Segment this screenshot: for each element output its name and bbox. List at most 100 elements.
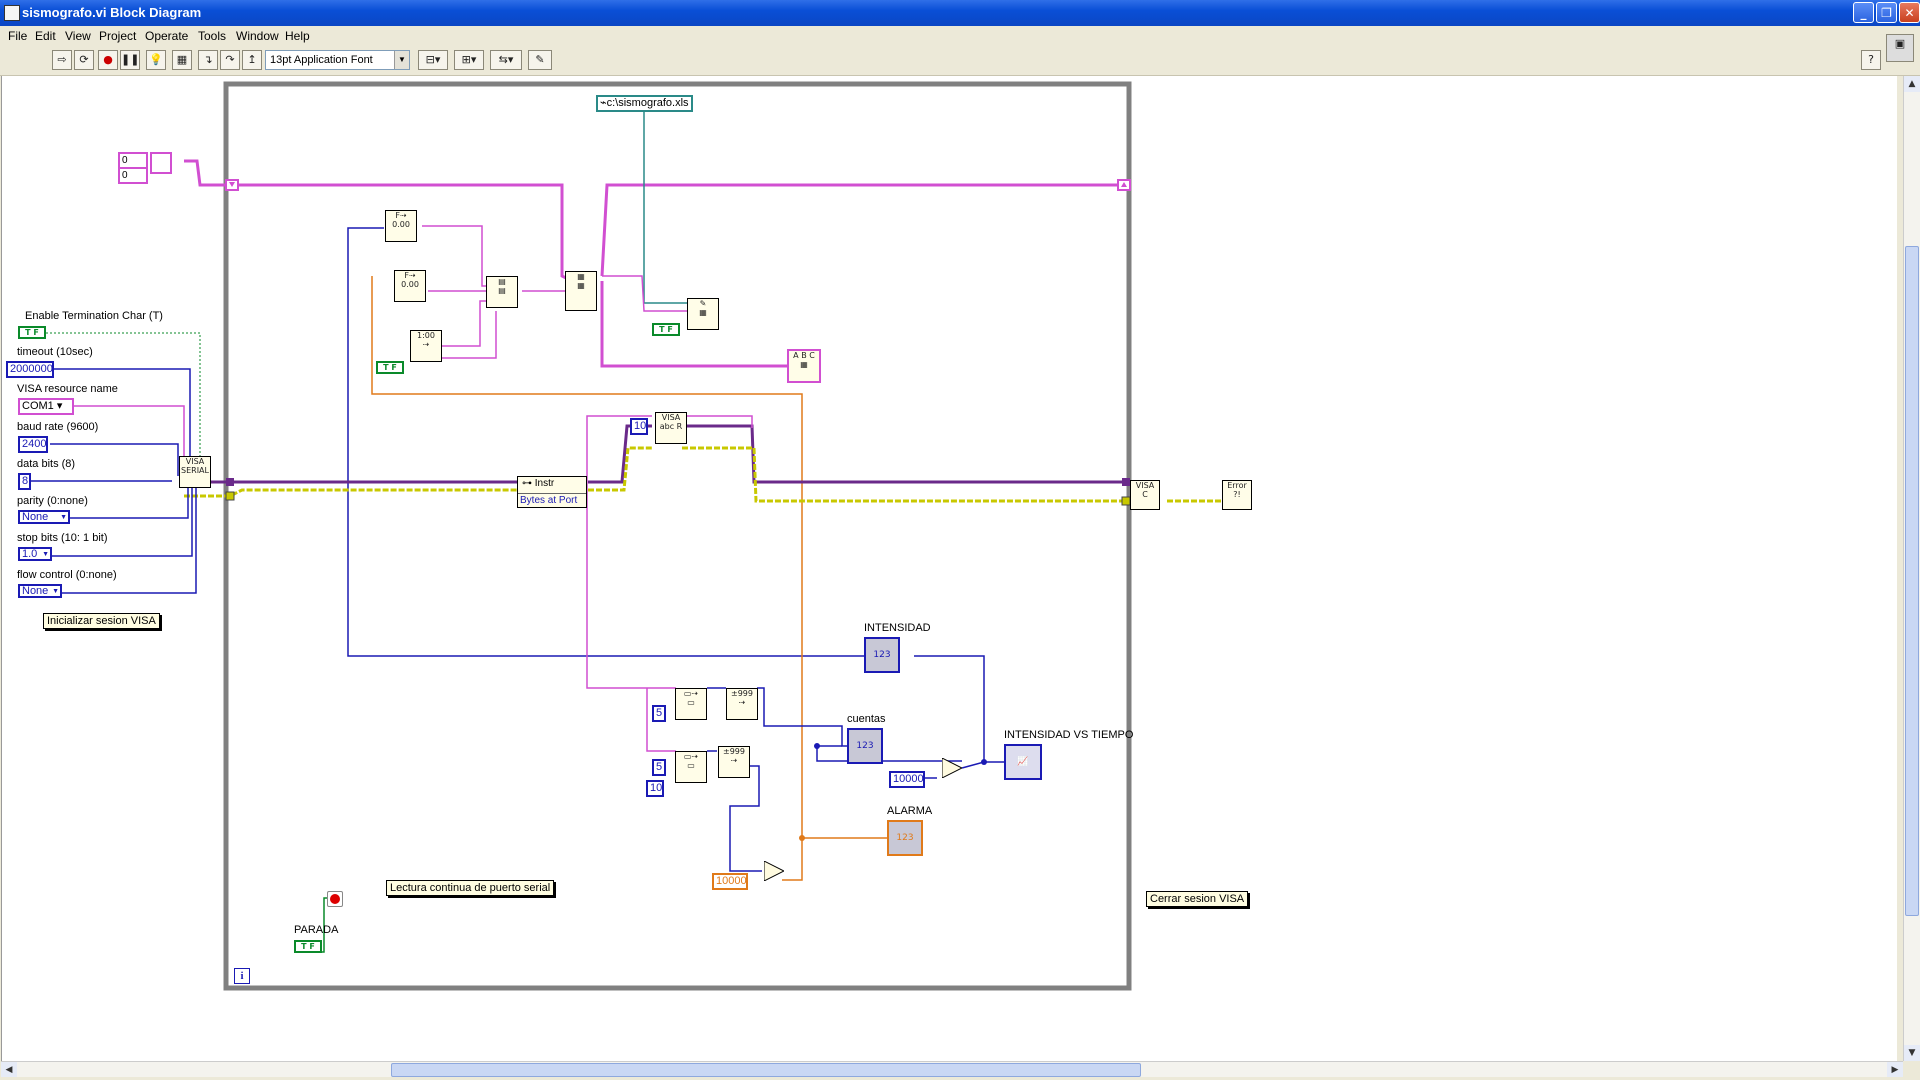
scroll-left-icon[interactable]: ◀ <box>1 1062 17 1078</box>
string-subset-node-2[interactable]: ▭⇢▭ <box>675 751 707 783</box>
decimal-string-to-number-node-1[interactable]: ±999⇢ <box>726 688 758 720</box>
horizontal-scrollbar[interactable]: ◀ ▶ <box>1 1061 1903 1078</box>
menu-view[interactable]: View <box>65 29 91 43</box>
enable-termination-label: Enable Termination Char (T) <box>25 310 163 322</box>
simple-error-handler-node[interactable]: Error?! <box>1222 480 1252 510</box>
string-subset-node-1[interactable]: ▭⇢▭ <box>675 688 707 720</box>
loop-comment[interactable]: Lectura continua de puerto serial <box>386 880 555 896</box>
intensidad-vs-tiempo-chart-icon: 📈 <box>1004 744 1042 780</box>
parada-button[interactable]: T F <box>294 940 322 953</box>
scroll-down-icon[interactable]: ▼ <box>1904 1045 1920 1061</box>
reorder-icon[interactable]: ⇆▾ <box>490 50 522 70</box>
path-wire <box>643 103 692 304</box>
parity-label: parity (0:none) <box>17 495 88 507</box>
chart-label: INTENSIDAD VS TIEMPO <box>1004 729 1134 741</box>
run-arrow-icon[interactable]: ⇨ <box>52 50 72 70</box>
vi-connector-icon[interactable]: ▣ <box>1886 34 1914 62</box>
array-indicator-node: A B C▦ <box>787 349 821 383</box>
parity-dropdown[interactable]: None▼ <box>18 510 70 524</box>
greater-than-node[interactable] <box>763 860 786 882</box>
window-title: sismografo.vi Block Diagram <box>22 5 202 20</box>
constant-10000b[interactable]: 10000 <box>712 873 748 890</box>
alarma-indicator: 123 <box>887 820 923 856</box>
constant-5b[interactable]: 5 <box>652 759 666 776</box>
array-wire-in <box>184 159 573 283</box>
true-constant-1[interactable]: T F <box>376 361 404 374</box>
number-to-string-node[interactable]: 1:00⇢ <box>410 330 442 362</box>
minimize-button[interactable]: _ <box>1853 2 1874 23</box>
menu-file[interactable]: File <box>8 29 28 43</box>
stop-bits-label: stop bits (10: 1 bit) <box>17 532 108 544</box>
vertical-scroll-thumb[interactable] <box>1905 246 1919 916</box>
init-comment[interactable]: Inicializar sesion VISA <box>43 613 160 629</box>
cleanup-diagram-icon[interactable]: ✎ <box>528 50 552 70</box>
write-spreadsheet-node[interactable]: ✎▦ <box>687 298 719 330</box>
visa-read-count-constant[interactable]: 10 <box>630 418 648 435</box>
close-button[interactable]: ✕ <box>1899 2 1920 23</box>
menu-edit[interactable]: Edit <box>35 29 56 43</box>
array-constant-1[interactable]: 0 <box>118 167 148 184</box>
baud-rate-constant[interactable]: 2400 <box>18 436 48 453</box>
build-array-node[interactable]: ▤▤ <box>486 276 518 308</box>
highlight-execution-icon[interactable]: 💡 <box>146 50 166 70</box>
step-out-icon[interactable]: ↥ <box>242 50 262 70</box>
step-into-icon[interactable]: ↴ <box>198 50 218 70</box>
scroll-right-icon[interactable]: ▶ <box>1887 1062 1903 1078</box>
property-node[interactable]: ⊶ Instr Bytes at Port <box>517 476 587 508</box>
chevron-down-icon: ▼ <box>60 514 67 521</box>
menu-operate[interactable]: Operate <box>145 29 189 43</box>
constant-10b[interactable]: 10 <box>646 780 664 797</box>
step-over-icon[interactable]: ↷ <box>220 50 240 70</box>
context-help-icon[interactable]: ? <box>1861 50 1881 70</box>
format-into-string-node-1[interactable]: F⇢0.00 <box>385 210 417 242</box>
file-path-constant[interactable]: ⌁c:\sismografo.xls <box>596 95 693 112</box>
error-wire <box>184 488 518 498</box>
array-to-write-wire <box>602 275 692 312</box>
intensidad-label: INTENSIDAD <box>864 622 931 634</box>
timeout-constant[interactable]: 2000000 <box>6 361 54 378</box>
true-constant-2[interactable]: T F <box>652 323 680 336</box>
float-wire <box>371 276 803 881</box>
menu-tools[interactable]: Tools <box>198 29 227 43</box>
flow-control-dropdown[interactable]: None▼ <box>18 584 62 598</box>
stop-sign-icon[interactable] <box>327 891 343 907</box>
constant-5a[interactable]: 5 <box>652 705 666 722</box>
font-selector[interactable]: 13pt Application Font▼ <box>265 50 410 70</box>
array-wire-top <box>600 183 1122 277</box>
menu-help[interactable]: Help <box>285 29 310 43</box>
path-icon: ⌁ <box>600 97 607 109</box>
numeric-wire-intensidad <box>347 227 882 657</box>
scroll-up-icon[interactable]: ▲ <box>1904 76 1920 92</box>
data-bits-constant[interactable]: 8 <box>18 473 31 490</box>
abort-icon[interactable]: ● <box>98 50 118 70</box>
property-node-bytes-at-port: Bytes at Port <box>520 495 578 506</box>
enable-termination-constant[interactable]: T F <box>18 326 46 339</box>
menu-project[interactable]: Project <box>99 29 137 43</box>
timeout-label: timeout (10sec) <box>17 346 93 358</box>
constant-10000a[interactable]: 10000 <box>889 771 925 788</box>
while-loop-frame <box>223 81 1132 991</box>
close-comment[interactable]: Cerrar sesion VISA <box>1146 891 1249 907</box>
wires-layer <box>30 81 1227 991</box>
distribute-objects-icon[interactable]: ⊞▾ <box>454 50 484 70</box>
insert-into-array-node[interactable]: ▦▦ <box>565 271 597 311</box>
horizontal-scroll-thumb[interactable] <box>391 1063 1141 1077</box>
vertical-scrollbar[interactable]: ▲ ▼ <box>1903 76 1920 1061</box>
stop-bits-dropdown[interactable]: 1.0▼ <box>18 547 52 561</box>
pause-icon[interactable]: ❚❚ <box>120 50 140 70</box>
restore-button[interactable]: ❐ <box>1876 2 1897 23</box>
retain-wire-values-icon[interactable]: ▦ <box>172 50 192 70</box>
menu-window[interactable]: Window <box>236 29 279 43</box>
divide-node[interactable] <box>941 757 964 779</box>
run-continuously-icon[interactable]: ⟳ <box>74 50 94 70</box>
visa-resource-constant[interactable]: COM1 ▾ <box>18 398 74 415</box>
block-diagram-canvas[interactable]: Enable Termination Char (T) T F timeout … <box>1 76 1897 1061</box>
align-objects-icon[interactable]: ⊟▾ <box>418 50 448 70</box>
status-bar <box>0 1077 1920 1080</box>
format-into-string-node-2[interactable]: F⇢0.00 <box>394 270 426 302</box>
decimal-string-to-number-node-2[interactable]: ±999⇢ <box>718 746 750 778</box>
menu-bar: File Edit View Project Operate Tools Win… <box>0 26 1920 46</box>
